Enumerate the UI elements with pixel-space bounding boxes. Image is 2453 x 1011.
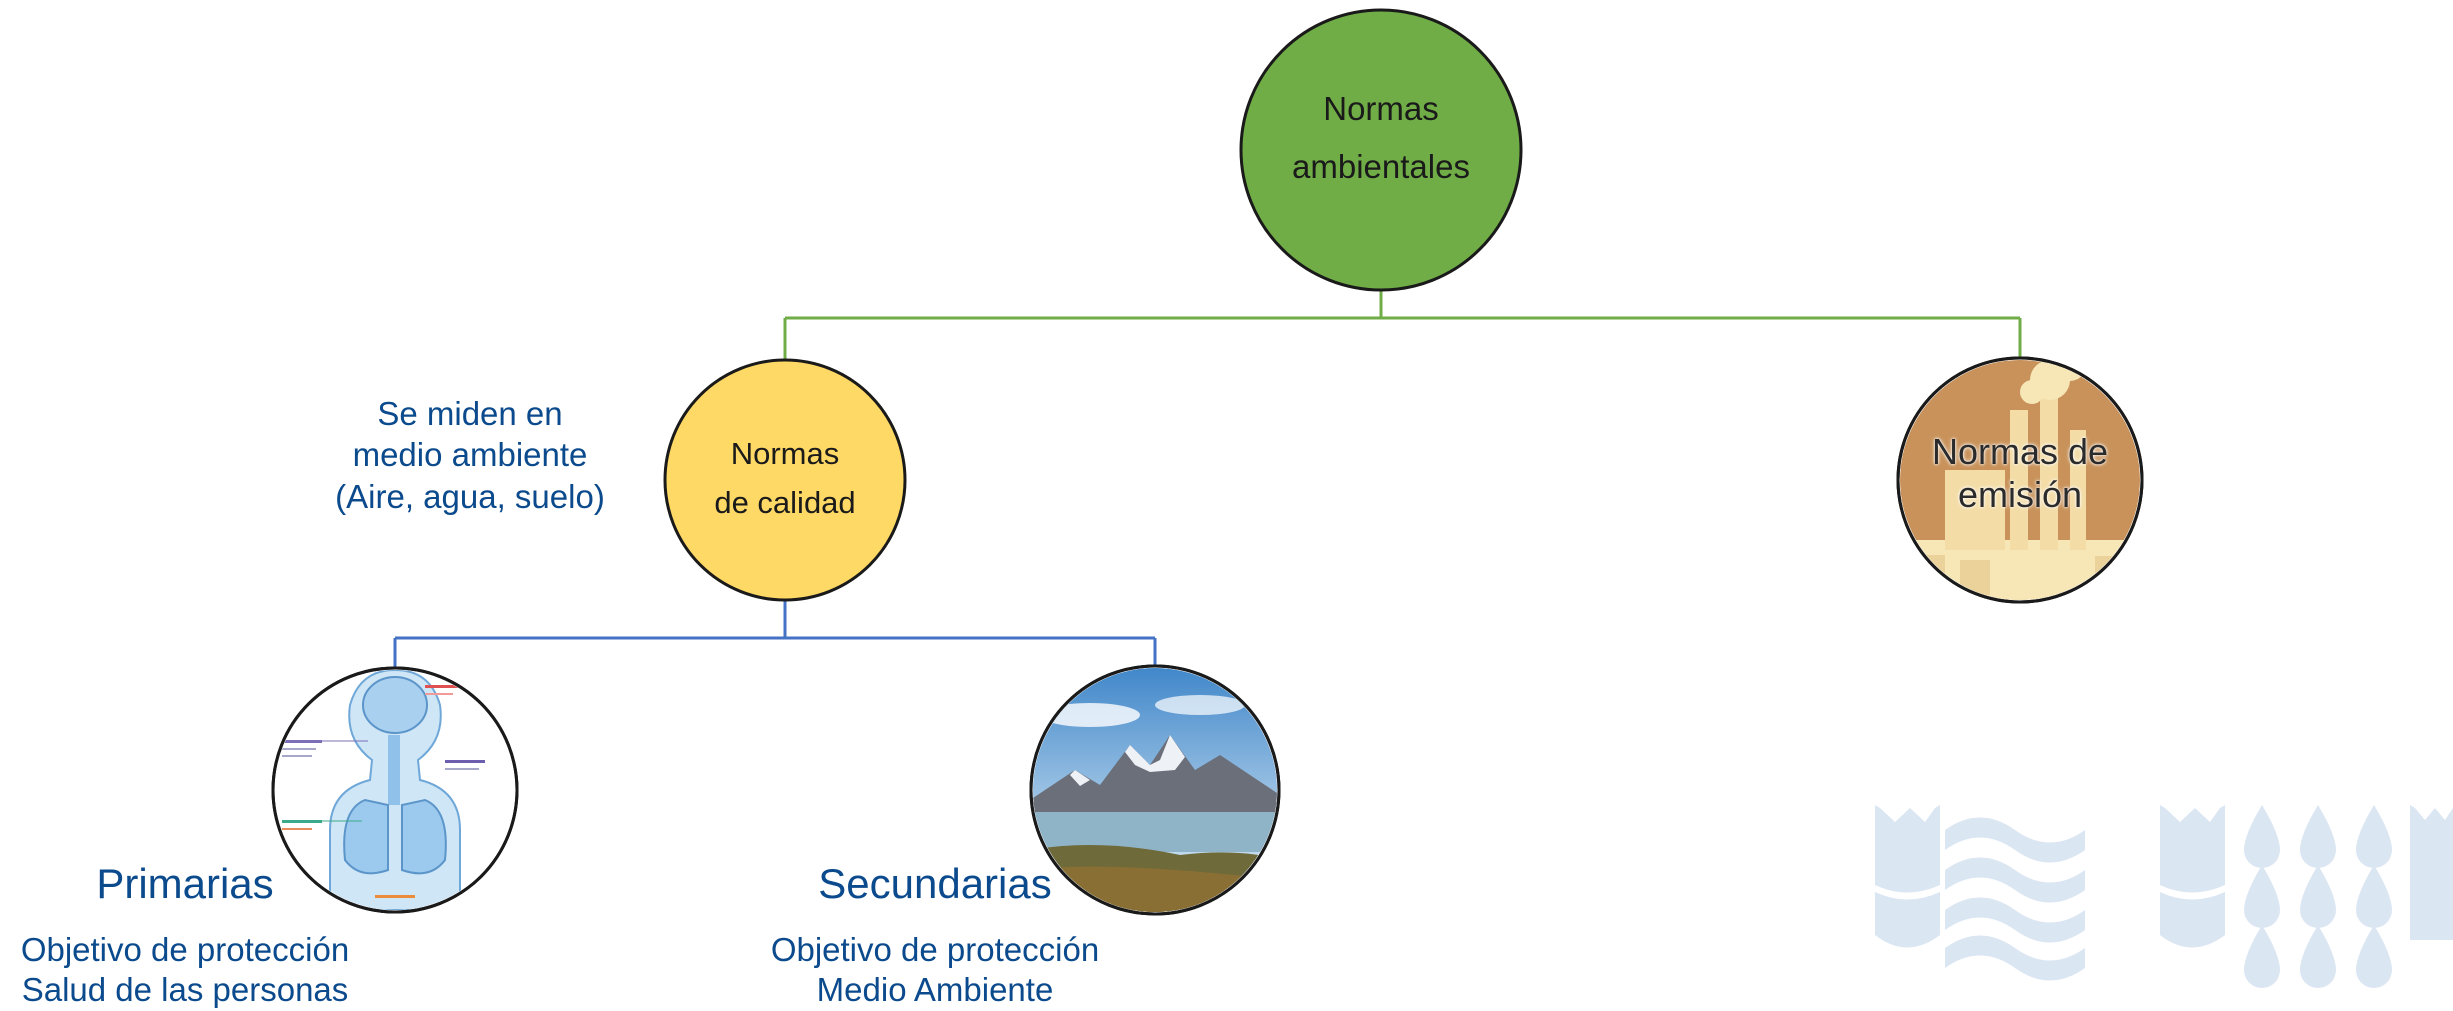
- secondary-description: Objetivo de protección Medio Ambiente: [750, 930, 1120, 1011]
- quality-node: [663, 358, 907, 602]
- quality-label-line1: Normas: [730, 436, 840, 471]
- emission-label: Normas de emisión: [1890, 430, 2150, 516]
- primary-description-line2: Salud de las personas: [21, 971, 349, 1009]
- human-respiratory-anatomy-icon: [275, 670, 515, 910]
- emission-label-line1: Normas de: [1931, 431, 2109, 472]
- root-label: Normas ambientales: [1241, 85, 1521, 191]
- root-node: [1239, 8, 1523, 292]
- primary-description: Objetivo de protección Salud de las pers…: [0, 930, 370, 1011]
- emission-label-line2: emisión: [1957, 474, 2083, 516]
- quality-label: Normas de calidad: [665, 432, 905, 526]
- quality-connectors: [393, 600, 1157, 670]
- quality-label-line2: de calidad: [714, 484, 856, 520]
- secondary-node: [1029, 664, 1281, 916]
- root-connectors: [783, 290, 2022, 362]
- university-logo-pattern-icon: [1875, 805, 2453, 988]
- factory-smokestacks-icon: [1900, 360, 2140, 600]
- primary-description-line1: Objetivo de protección: [20, 931, 350, 968]
- quality-note-line2: medio ambiente: [352, 436, 588, 474]
- secondary-description-line2: Medio Ambiente: [816, 971, 1054, 1009]
- primary-node: [271, 666, 519, 914]
- secondary-title: Secundarias: [818, 860, 1052, 907]
- quality-note: Se miden en medio ambiente (Aire, agua, …: [310, 393, 630, 517]
- quality-note-line1: Se miden en: [377, 395, 563, 432]
- secondary-description-line1: Objetivo de protección: [770, 931, 1100, 968]
- root-label-line2: ambientales: [1292, 147, 1470, 185]
- quality-note-line3: (Aire, agua, suelo): [335, 477, 605, 515]
- root-label-line1: Normas: [1323, 90, 1439, 127]
- emission-node: [1896, 356, 2144, 604]
- primary-title: Primarias: [96, 860, 274, 907]
